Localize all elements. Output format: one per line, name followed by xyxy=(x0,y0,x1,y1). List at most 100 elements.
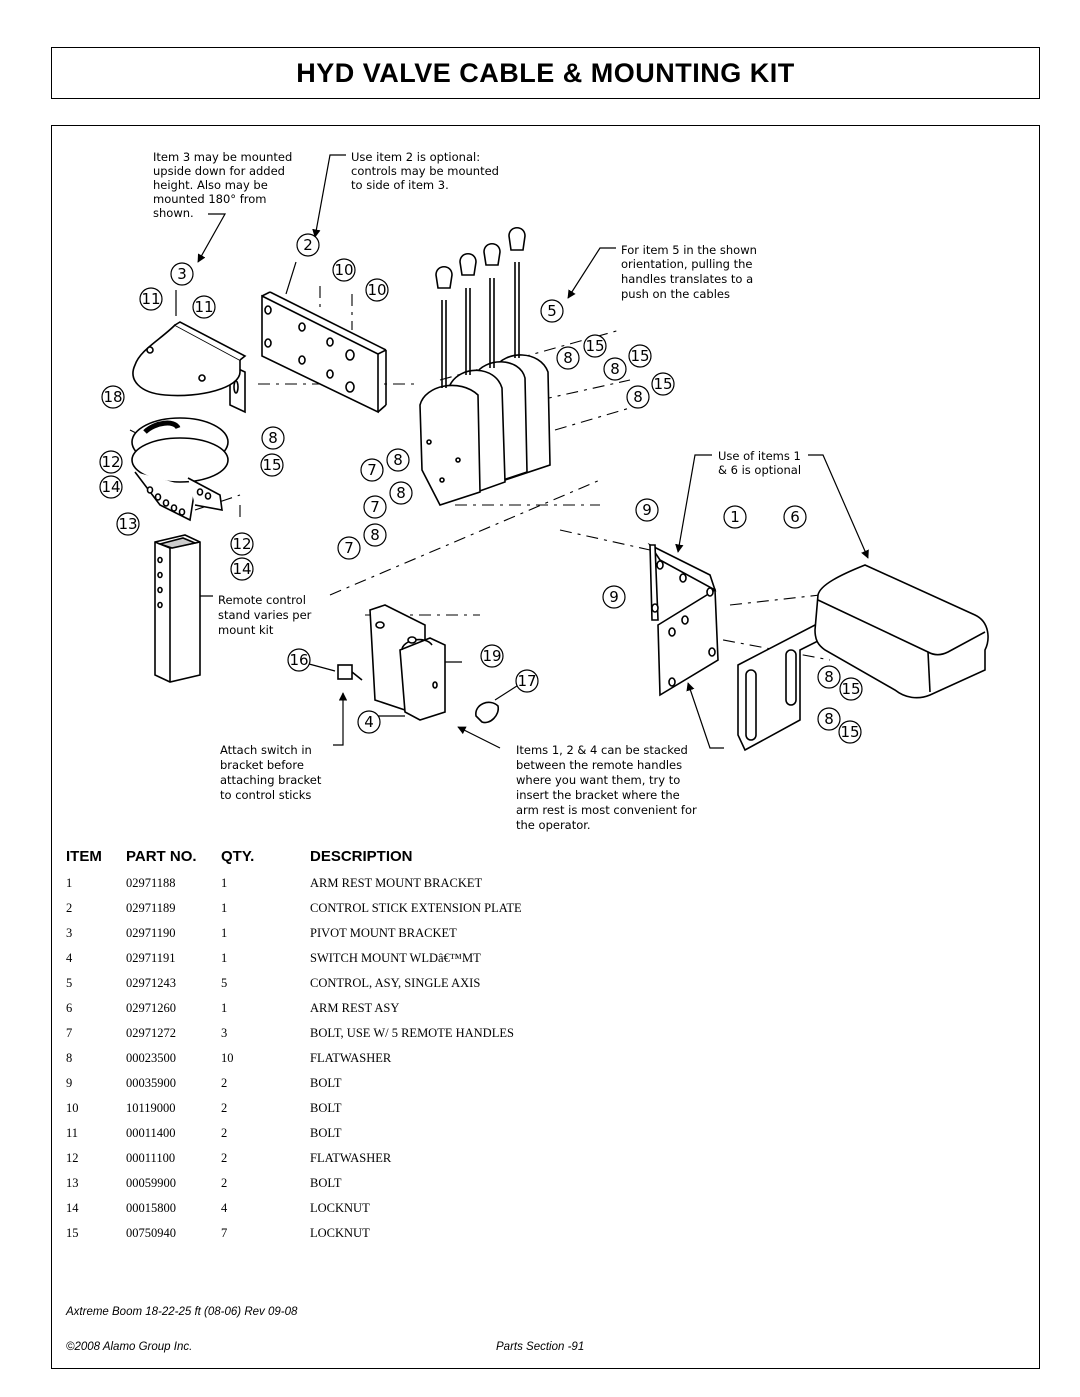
footer-model: Axtreme Boom 18-22-25 ft (08-06) Rev 09-… xyxy=(66,1306,298,1318)
callout-circle xyxy=(230,532,254,556)
cell-description: BOLT xyxy=(310,1076,342,1090)
callout-circle xyxy=(783,505,807,529)
callout-circle xyxy=(386,448,410,472)
note-item5-line: orientation, pulling the xyxy=(621,257,753,271)
pivot-bracket-part xyxy=(132,321,247,414)
note-item3-line: height. Also may be xyxy=(153,178,268,192)
callout-number: 15 xyxy=(585,337,604,355)
note-items16-line: & 6 is optional xyxy=(718,463,801,477)
cell-item: 11 xyxy=(66,1126,79,1140)
exploded-diagram: Item 3 may be mounted upside down for ad… xyxy=(99,150,989,832)
cell-part-no: 00750940 xyxy=(126,1226,176,1240)
note-switch: Attach switch in bracket before attachin… xyxy=(220,743,322,802)
callout-circle xyxy=(628,344,652,368)
callout-number: 7 xyxy=(370,498,380,516)
note-item5-line: handles translates to a xyxy=(621,272,753,286)
cell-qty: 2 xyxy=(221,1151,228,1165)
callout-circle xyxy=(583,334,607,358)
control-handles-part xyxy=(419,226,551,506)
note-stand: Remote control stand varies per mount ki… xyxy=(218,593,312,637)
callout-circle xyxy=(192,295,216,319)
cell-part-no: 02971188 xyxy=(126,876,176,890)
callout-number: 12 xyxy=(232,535,251,553)
callout-number: 7 xyxy=(367,461,377,479)
cell-item: 5 xyxy=(66,976,73,990)
cell-part-no: 02971243 xyxy=(126,976,176,990)
cell-item: 4 xyxy=(66,951,73,965)
callout-number: 14 xyxy=(101,478,120,496)
callout-circle xyxy=(287,648,311,672)
callout-circle xyxy=(365,278,389,302)
cell-qty: 7 xyxy=(221,1226,228,1240)
cell-description: BOLT xyxy=(310,1176,342,1190)
callout-circle xyxy=(602,585,626,609)
cell-part-no: 02971260 xyxy=(126,1001,176,1015)
cell-description: BOLT xyxy=(310,1126,342,1140)
callout-circle xyxy=(603,357,627,381)
note-item5-line: push on the cables xyxy=(621,287,730,301)
callout-circle xyxy=(838,720,862,744)
cell-item: 3 xyxy=(66,926,73,940)
note-stand-line: mount kit xyxy=(218,623,274,637)
cell-qty: 1 xyxy=(221,1001,228,1015)
callout-number: 15 xyxy=(840,723,859,741)
callout-circle xyxy=(337,536,361,560)
note-switch-line: bracket before xyxy=(220,758,304,772)
cell-description: FLATWASHER xyxy=(310,1151,392,1165)
lower-pivot-part xyxy=(131,437,229,522)
callout-number: 11 xyxy=(141,290,160,308)
cell-qty: 1 xyxy=(221,876,228,890)
table-row: 11 00011400 2 BOLT xyxy=(0,1122,1080,1147)
callout-circle xyxy=(296,233,320,257)
callout-number: 15 xyxy=(653,375,672,393)
callout-number: 9 xyxy=(642,501,652,519)
callout-number: 3 xyxy=(177,265,187,283)
callout-circle xyxy=(723,505,747,529)
callout-circle xyxy=(332,258,356,282)
footer-section: Parts Section -91 xyxy=(496,1341,585,1353)
arm-rest-part xyxy=(737,564,989,752)
callout-circle xyxy=(515,669,539,693)
callout-circle xyxy=(480,644,504,668)
cell-qty: 1 xyxy=(221,901,228,915)
callout-number: 8 xyxy=(393,451,403,469)
cell-qty: 3 xyxy=(221,1026,228,1040)
cell-part-no: 00011400 xyxy=(126,1126,176,1140)
callout-circle xyxy=(260,453,284,477)
callout-circle xyxy=(651,372,675,396)
callout-circle xyxy=(99,450,123,474)
cell-part-no: 10119000 xyxy=(126,1101,176,1115)
cell-description: BOLT, USE W/ 5 REMOTE HANDLES xyxy=(310,1026,514,1040)
note-item3-line: mounted 180° from xyxy=(153,192,266,206)
note-items16-line: Use of items 1 xyxy=(718,449,801,463)
header-description: DESCRIPTION xyxy=(310,848,413,865)
callout-circle xyxy=(363,523,387,547)
cell-description: LOCKNUT xyxy=(310,1201,370,1215)
callout-number: 6 xyxy=(790,508,800,526)
callout-circle xyxy=(839,677,863,701)
header-qty: QTY. xyxy=(221,848,255,865)
cell-item: 13 xyxy=(66,1176,79,1190)
cell-qty: 2 xyxy=(221,1101,228,1115)
content-frame xyxy=(51,125,1040,1369)
cell-qty: 2 xyxy=(221,1126,228,1140)
cell-part-no: 02971191 xyxy=(126,951,176,965)
cell-qty: 4 xyxy=(221,1201,228,1215)
callout-circle xyxy=(363,495,387,519)
note-items-1-6: Use of items 1 & 6 is optional xyxy=(718,449,801,477)
extension-plate-part xyxy=(261,291,387,414)
arm-rest-bracket-part xyxy=(647,542,719,697)
callout-circle xyxy=(357,710,381,734)
note-item3: Item 3 may be mounted upside down for ad… xyxy=(153,150,292,220)
callout-number: 15 xyxy=(630,347,649,365)
cell-description: SWITCH MOUNT WLDâ€™MT xyxy=(310,951,481,965)
cell-item: 9 xyxy=(66,1076,73,1090)
callout-number: 4 xyxy=(364,713,374,731)
